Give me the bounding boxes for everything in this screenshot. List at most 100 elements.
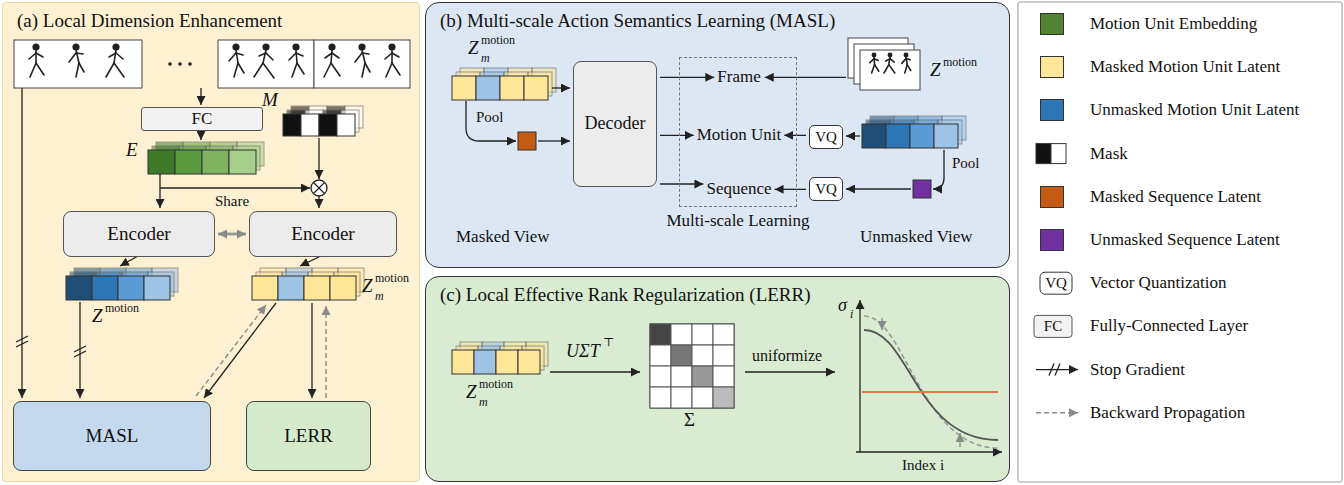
latent-cell bbox=[476, 76, 500, 100]
flow-line bbox=[311, 303, 312, 398]
axis-line bbox=[856, 451, 1002, 452]
legend-sample bbox=[1036, 144, 1051, 164]
math-script: m bbox=[479, 396, 488, 408]
flow-line bbox=[550, 371, 640, 372]
latent-cell bbox=[278, 276, 304, 300]
skeleton-figure bbox=[289, 44, 304, 77]
node-label: Encoder bbox=[291, 224, 354, 245]
legend-text: Mask bbox=[1090, 145, 1128, 162]
annotation-label: Pool bbox=[952, 156, 980, 171]
latent-cell bbox=[304, 276, 330, 300]
skeleton-bone bbox=[30, 63, 36, 77]
skeleton-head bbox=[359, 44, 365, 50]
skeleton-figure bbox=[870, 53, 879, 73]
skeleton-bone bbox=[79, 63, 84, 72]
legend-swatch bbox=[1040, 186, 1064, 208]
matrix-cell bbox=[650, 366, 671, 387]
legend-sample bbox=[1051, 144, 1066, 164]
skeleton-head bbox=[329, 44, 335, 50]
annotation-label: Z bbox=[92, 306, 103, 325]
skeleton-bone bbox=[385, 53, 392, 59]
skeleton-bone bbox=[116, 53, 123, 59]
flow-line bbox=[466, 101, 516, 141]
matrix-cell bbox=[713, 324, 734, 345]
vq-box: VQ bbox=[809, 177, 843, 201]
skeleton-bone bbox=[889, 65, 895, 73]
skeleton-head bbox=[73, 44, 79, 50]
math-script: motion bbox=[943, 56, 977, 68]
flow-line bbox=[552, 87, 570, 88]
latent-cell bbox=[252, 276, 278, 300]
skeleton-bone bbox=[236, 53, 243, 55]
matrix-cell bbox=[671, 387, 692, 408]
scale-item: Frame bbox=[717, 68, 760, 87]
skeleton-bone bbox=[355, 53, 362, 62]
connector bbox=[218, 233, 246, 236]
skeleton-bone bbox=[114, 50, 116, 63]
skeleton-bone bbox=[332, 53, 339, 58]
flow-line bbox=[21, 88, 22, 398]
sigma-matrix bbox=[650, 324, 734, 408]
matrix-cell bbox=[713, 345, 734, 366]
annotation-label: uniformize bbox=[752, 348, 822, 364]
legend-sample bbox=[1040, 272, 1072, 294]
panel-title: (a) Local Dimension Enhancement bbox=[17, 11, 405, 32]
frame-strip bbox=[218, 40, 314, 88]
matrix-cell bbox=[671, 324, 692, 345]
node-label: VQ bbox=[815, 129, 837, 146]
skeleton-bone bbox=[296, 53, 303, 56]
frame-strip bbox=[14, 40, 142, 88]
skeleton-bone bbox=[289, 53, 296, 60]
skeleton-bone bbox=[331, 63, 340, 76]
legend-text: Stop Gradient bbox=[1090, 361, 1185, 378]
skeleton-head bbox=[389, 44, 395, 50]
flow-line bbox=[318, 138, 319, 179]
legend-swatch bbox=[1040, 13, 1064, 35]
stop-gradient-mark bbox=[16, 336, 28, 342]
mask-cell bbox=[337, 114, 355, 136]
stop-gradient-mark bbox=[74, 351, 86, 357]
annotation-label: Z bbox=[466, 382, 477, 401]
skeleton-bone bbox=[109, 53, 116, 57]
matrix-cell bbox=[650, 324, 671, 345]
skeleton-bone bbox=[907, 65, 911, 71]
skeleton-bone bbox=[391, 50, 393, 63]
skeleton-bone bbox=[884, 65, 889, 73]
embedding-cell bbox=[148, 150, 175, 174]
math-script: motion bbox=[375, 272, 409, 284]
matrix-cell bbox=[692, 387, 713, 408]
legend-sample bbox=[1036, 412, 1078, 413]
embedding-cell bbox=[175, 150, 202, 174]
legend-swatch bbox=[1040, 99, 1064, 121]
matrix-cell bbox=[650, 345, 671, 366]
math-script: motion bbox=[105, 302, 139, 314]
annotation-label: Σ bbox=[684, 410, 695, 429]
skeleton-figure bbox=[385, 44, 400, 77]
mask-cell bbox=[283, 114, 301, 136]
skeleton-bone bbox=[906, 59, 910, 60]
flow-line bbox=[538, 140, 570, 141]
skeleton-bone bbox=[902, 59, 906, 64]
skeleton-figure bbox=[355, 44, 370, 77]
multiply-circle bbox=[311, 180, 327, 196]
flow-line bbox=[196, 305, 266, 396]
annotation-label: Z bbox=[362, 276, 373, 295]
annotation-label: FC bbox=[1044, 319, 1062, 334]
annotation-label: Unmasked View bbox=[860, 228, 972, 245]
skeleton-bone bbox=[238, 63, 244, 73]
latent-cell bbox=[910, 124, 934, 148]
skeleton-bone bbox=[392, 63, 400, 75]
legend-frame bbox=[1018, 2, 1342, 482]
flow-line bbox=[120, 256, 138, 266]
axis-line bbox=[859, 300, 860, 452]
skeleton-bone bbox=[890, 59, 894, 63]
matrix-cell bbox=[692, 366, 713, 387]
encoder-box: Encoder bbox=[249, 211, 397, 257]
skeleton-bone bbox=[36, 53, 43, 57]
sequence-latent bbox=[518, 132, 536, 150]
skeleton-bone bbox=[874, 59, 878, 61]
annotation-label: UΣT bbox=[566, 342, 600, 360]
latent-cell bbox=[474, 350, 496, 374]
skeleton-head bbox=[33, 44, 39, 50]
